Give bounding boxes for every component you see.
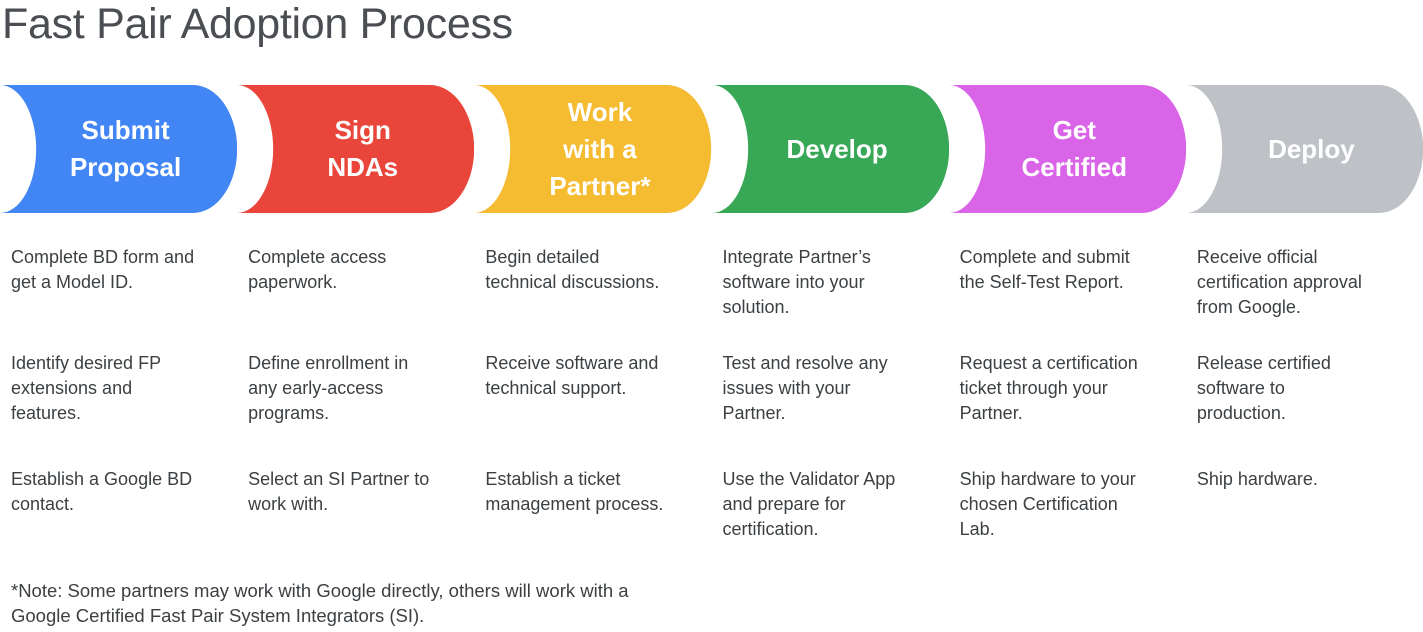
stage-arrow-shape <box>237 85 475 213</box>
stage-step-text: Define enrollment in any early-access pr… <box>248 353 409 423</box>
stage-items: Complete and submit the Self-Test Report… <box>949 245 1186 583</box>
stage-arrow-path <box>237 85 475 213</box>
page-title: Fast Pair Adoption Process <box>2 0 513 48</box>
stage-step-text: Ship hardware to your chosen Certificati… <box>959 469 1136 539</box>
stage-column: Sign NDAs Complete access paperwork. Def… <box>237 85 475 583</box>
stage-label: Get Certified <box>1021 115 1127 182</box>
stage-step-text: Release certified software to production… <box>1196 353 1331 423</box>
stage-label: Work with a Partner* <box>549 96 651 201</box>
stage-label: Sign NDAs <box>327 115 399 182</box>
stage-items: Begin detailed technical discussions. Re… <box>474 245 711 583</box>
stage-step-text: Test and resolve any issues with your Pa… <box>722 353 888 423</box>
stage-column: Work with a Partner* Begin detailed tech… <box>474 85 712 583</box>
stage-arrow-path <box>711 85 949 213</box>
stage-step-text: Ship hardware. <box>1196 469 1318 489</box>
stage-column: Develop Integrate Partner’s software int… <box>711 85 949 583</box>
stage-column: Submit Proposal Complete BD form and get… <box>0 85 238 583</box>
stage-items: Integrate Partner’s software into your s… <box>712 245 949 583</box>
footnote: *Note: Some partners may work with Googl… <box>11 580 629 626</box>
stage-items: Complete access paperwork. Define enroll… <box>237 245 474 583</box>
stage-arrow-path <box>474 85 712 213</box>
stage-arrow-shape <box>948 85 1186 213</box>
stage-banner: Develop <box>711 85 949 213</box>
stage-step-text: Use the Validator App and prepare for ce… <box>722 469 896 539</box>
stage-step-text: Receive official certification approval … <box>1196 247 1362 317</box>
stage-banner: Deploy <box>1185 85 1423 213</box>
stage-label: Deploy <box>1268 133 1355 164</box>
stage-banner: Submit Proposal <box>0 85 238 213</box>
stage-step-text: Complete BD form and get a Model ID. <box>11 247 195 292</box>
stage-step-text: Integrate Partner’s software into your s… <box>722 247 871 317</box>
stage-column: Deploy Receive official certification ap… <box>1185 85 1423 583</box>
stage-columns: Submit Proposal Complete BD form and get… <box>0 85 1423 583</box>
stage-banner: Sign NDAs <box>237 85 475 213</box>
stage-step-text: Establish a ticket management process. <box>485 469 664 514</box>
stage-banner: Work with a Partner* <box>474 85 712 213</box>
stage-arrow-path <box>948 85 1186 213</box>
stage-step-text: Establish a Google BD contact. <box>11 469 193 514</box>
stage-column: Get Certified Complete and submit the Se… <box>948 85 1186 583</box>
stage-arrow-path <box>1185 85 1423 213</box>
stage-step-text: Identify desired FP extensions and featu… <box>11 353 162 423</box>
stage-arrow-shape <box>0 85 238 213</box>
stage-step-text: Complete and submit the Self-Test Report… <box>959 247 1130 292</box>
stage-banner: Get Certified <box>948 85 1186 213</box>
stage-arrow-shape <box>474 85 712 213</box>
stage-step-text: Complete access paperwork. <box>248 247 387 292</box>
stage-arrow-shape <box>711 85 949 213</box>
stage-step-text: Begin detailed technical discussions. <box>485 247 660 292</box>
stage-arrow-shape <box>1185 85 1423 213</box>
stage-items: Receive official certification approval … <box>1186 245 1423 583</box>
stage-step-text: Select an SI Partner to work with. <box>248 469 430 514</box>
stage-label: Develop <box>786 133 888 164</box>
stage-arrow-path <box>0 85 238 213</box>
stage-step-text: Request a certification ticket through y… <box>959 353 1138 423</box>
stage-items: Complete BD form and get a Model ID. Ide… <box>0 245 237 583</box>
stage-step-text: Receive software and technical support. <box>485 353 659 398</box>
stage-label: Submit Proposal <box>69 115 182 182</box>
